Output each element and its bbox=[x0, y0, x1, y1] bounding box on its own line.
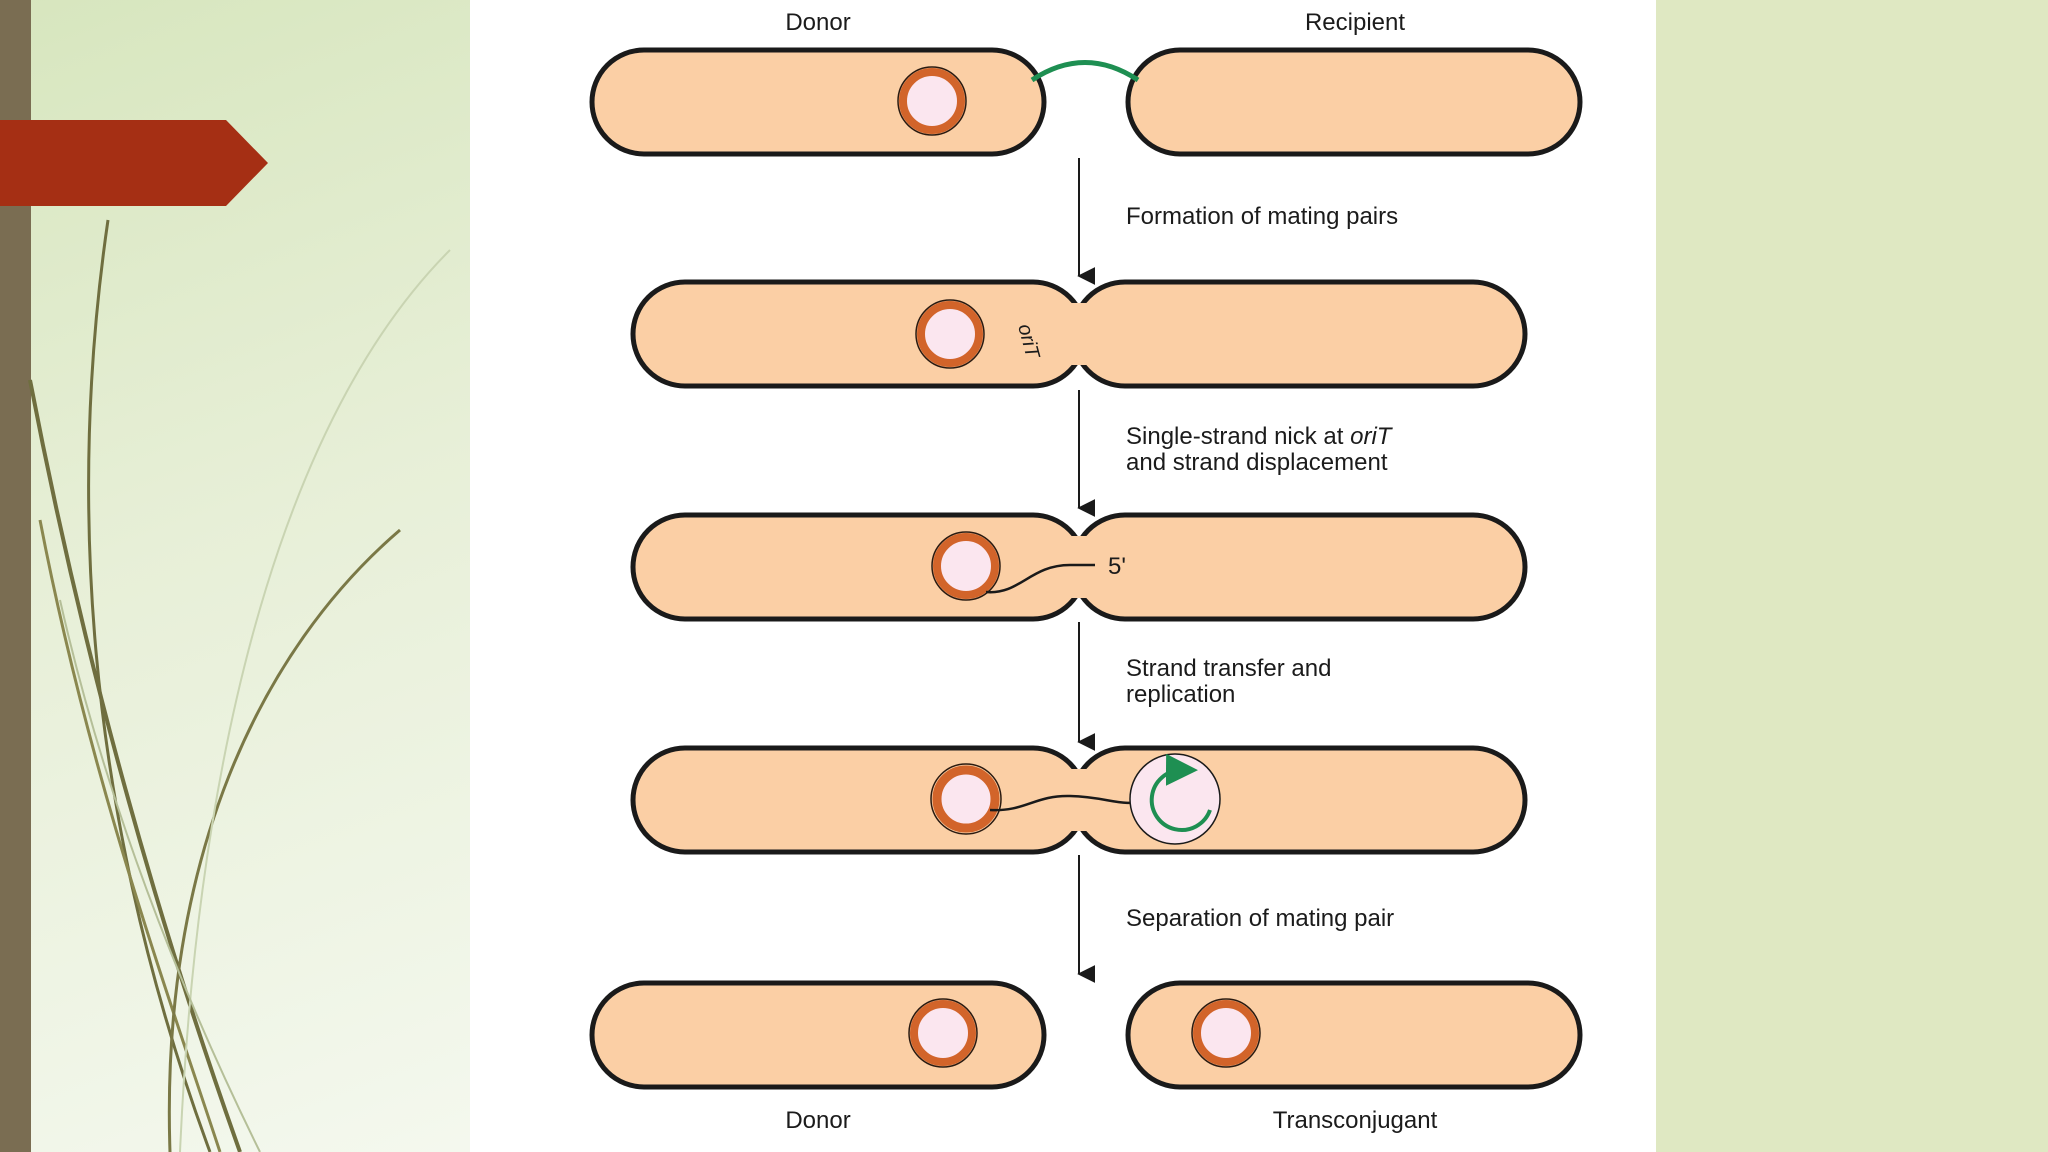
left-decorative-panel bbox=[0, 0, 470, 1152]
transconjugant-label: Transconjugant bbox=[1273, 1107, 1438, 1134]
junction-4 bbox=[1060, 769, 1098, 831]
recipient-top-label: Recipient bbox=[1305, 9, 1405, 36]
junction-3 bbox=[1060, 536, 1098, 598]
recipient-cell-3 bbox=[1070, 512, 1528, 622]
step-1-label: Formation of mating pairs bbox=[1126, 203, 1398, 230]
recipient-cell-1 bbox=[1125, 47, 1583, 157]
step-2-label-line2: and strand displacement bbox=[1126, 449, 1388, 476]
conjugation-diagram: Donor Recipient Formation of mating pair… bbox=[589, 9, 1583, 1134]
step-4-label: Separation of mating pair bbox=[1126, 905, 1394, 932]
five-prime-label: 5' bbox=[1108, 553, 1126, 580]
transferred-strand bbox=[989, 794, 1151, 812]
donor-cell-4 bbox=[630, 745, 1088, 855]
donor-plasmid-2 bbox=[917, 301, 983, 367]
step-3-label-line2: replication bbox=[1126, 681, 1235, 708]
recipient-cell-2 bbox=[1070, 279, 1528, 389]
donor-bottom-label: Donor bbox=[785, 1107, 850, 1134]
donor-cell-1 bbox=[589, 47, 1047, 157]
pilus-bridge bbox=[1030, 60, 1140, 83]
donor-plasmid-3 bbox=[933, 533, 999, 599]
step-3-label-line1: Strand transfer and bbox=[1126, 655, 1331, 682]
conjugation-diagram-panel: Donor Recipient Formation of mating pair… bbox=[470, 0, 1656, 1152]
displaced-strand bbox=[985, 563, 1095, 594]
transconjugant-plasmid bbox=[1193, 1000, 1259, 1066]
donor-plasmid-5 bbox=[910, 1000, 976, 1066]
step-2-label-line1: Single-strand nick at oriT bbox=[1126, 423, 1394, 450]
replication-arrow bbox=[1149, 753, 1212, 832]
junction-2 bbox=[1060, 303, 1098, 365]
donor-top-label: Donor bbox=[785, 9, 850, 36]
donor-plasmid-4 bbox=[932, 765, 1000, 833]
donor-cell-3 bbox=[630, 512, 1088, 622]
grass-decoration bbox=[28, 219, 451, 1152]
right-background-panel bbox=[1656, 0, 2048, 1152]
red-arrow-tab bbox=[0, 120, 268, 206]
donor-plasmid-1 bbox=[899, 68, 965, 134]
